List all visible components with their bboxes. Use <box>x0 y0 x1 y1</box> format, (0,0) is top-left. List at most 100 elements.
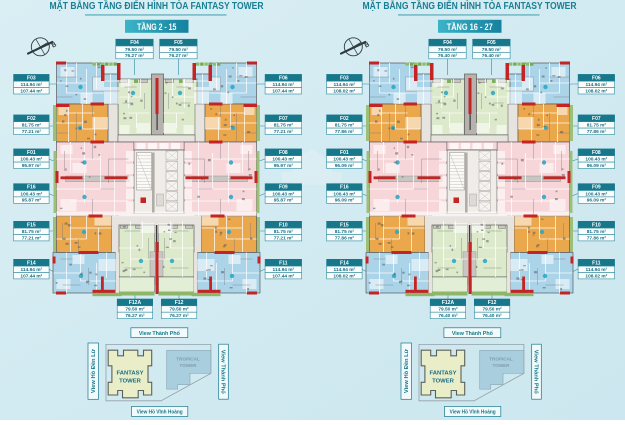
svg-text:81.75 m²: 81.75 m² <box>274 229 294 235</box>
svg-text:107.44 m²: 107.44 m² <box>20 88 42 94</box>
svg-text:F06: F06 <box>279 75 288 81</box>
svg-text:F11: F11 <box>592 260 601 266</box>
svg-text:View Hồ Vĩnh Hoàng: View Hồ Vĩnh Hoàng <box>450 410 496 416</box>
svg-text:95.87 m²: 95.87 m² <box>274 198 294 204</box>
svg-text:F01: F01 <box>27 150 36 156</box>
svg-text:F12A: F12A <box>442 300 455 306</box>
svg-text:77.21 m²: 77.21 m² <box>22 235 42 241</box>
svg-text:F03: F03 <box>27 75 36 81</box>
svg-text:View Hồ Đền Lừ: View Hồ Đền Lừ <box>91 349 97 393</box>
svg-text:107.44 m²: 107.44 m² <box>272 88 294 94</box>
svg-text:81.75 m²: 81.75 m² <box>587 229 607 235</box>
svg-text:F05: F05 <box>487 40 496 46</box>
svg-text:B: B <box>364 41 372 49</box>
svg-text:76.27 m²: 76.27 m² <box>169 53 189 59</box>
svg-text:96.09 m²: 96.09 m² <box>587 198 607 204</box>
svg-text:79.50 m²: 79.50 m² <box>482 307 502 313</box>
svg-text:108.02 m²: 108.02 m² <box>333 88 355 94</box>
svg-text:114.94 m²: 114.94 m² <box>21 82 43 88</box>
svg-text:79.50 m²: 79.50 m² <box>169 47 189 53</box>
svg-text:F08: F08 <box>592 150 601 156</box>
svg-text:114.94 m²: 114.94 m² <box>273 82 295 88</box>
svg-text:F09: F09 <box>279 185 288 191</box>
svg-text:77.21 m²: 77.21 m² <box>274 129 294 135</box>
svg-text:100.43 m²: 100.43 m² <box>585 157 607 163</box>
svg-text:View Thành Phố: View Thành Phố <box>139 330 180 337</box>
svg-text:76.27 m²: 76.27 m² <box>125 313 145 319</box>
svg-text:79.50 m²: 79.50 m² <box>125 307 145 313</box>
svg-text:F07: F07 <box>592 116 601 122</box>
svg-text:108.02 m²: 108.02 m² <box>585 88 607 94</box>
svg-text:F01: F01 <box>340 150 349 156</box>
svg-text:79.50 m²: 79.50 m² <box>125 47 145 53</box>
svg-text:F04: F04 <box>443 40 452 46</box>
svg-text:76.27 m²: 76.27 m² <box>169 313 189 319</box>
svg-text:79.50 m²: 79.50 m² <box>438 307 458 313</box>
svg-text:F05: F05 <box>174 40 183 46</box>
svg-text:77.86 m²: 77.86 m² <box>335 235 355 241</box>
svg-text:TROPICAL: TROPICAL <box>489 357 513 362</box>
svg-text:114.94 m²: 114.94 m² <box>334 267 356 273</box>
svg-text:81.75 m²: 81.75 m² <box>22 229 42 235</box>
svg-text:TẦNG 16 - 27: TẦNG 16 - 27 <box>447 22 493 32</box>
svg-text:F06: F06 <box>592 75 601 81</box>
svg-text:View Thành Phố: View Thành Phố <box>533 350 540 395</box>
svg-text:79.50 m²: 79.50 m² <box>482 47 502 53</box>
svg-text:F09: F09 <box>592 185 601 191</box>
svg-text:77.86 m²: 77.86 m² <box>335 129 355 135</box>
svg-text:108.02 m²: 108.02 m² <box>333 273 355 279</box>
svg-text:F08: F08 <box>279 150 288 156</box>
svg-text:77.21 m²: 77.21 m² <box>22 129 42 135</box>
svg-text:100.43 m²: 100.43 m² <box>272 157 294 163</box>
svg-text:F03: F03 <box>340 75 349 81</box>
svg-text:77.86 m²: 77.86 m² <box>587 235 607 241</box>
svg-text:F12: F12 <box>488 300 497 306</box>
svg-text:MẶT BẰNG TẦNG ĐIỂN HÌNH TÒA FA: MẶT BẰNG TẦNG ĐIỂN HÌNH TÒA FANTASY TOWE… <box>363 0 577 12</box>
svg-text:81.75 m²: 81.75 m² <box>587 123 607 129</box>
svg-text:F07: F07 <box>279 116 288 122</box>
svg-text:81.75 m²: 81.75 m² <box>22 123 42 129</box>
svg-text:TOWER: TOWER <box>432 379 455 385</box>
svg-text:FANTASY: FANTASY <box>116 371 143 377</box>
svg-text:114.94 m²: 114.94 m² <box>273 267 295 273</box>
svg-text:B: B <box>51 41 59 49</box>
svg-text:MẶT BẰNG TẦNG ĐIỂN HÌNH TÒA FA: MẶT BẰNG TẦNG ĐIỂN HÌNH TÒA FANTASY TOWE… <box>50 0 264 12</box>
svg-text:114.94 m²: 114.94 m² <box>21 267 43 273</box>
svg-text:100.43 m²: 100.43 m² <box>20 191 42 197</box>
svg-text:77.86 m²: 77.86 m² <box>587 129 607 135</box>
svg-text:95.97 m²: 95.97 m² <box>22 163 42 169</box>
svg-text:81.75 m²: 81.75 m² <box>335 123 355 129</box>
svg-text:TROPICAL: TROPICAL <box>176 357 200 362</box>
svg-text:TẦNG 2 - 15: TẦNG 2 - 15 <box>137 22 177 32</box>
svg-text:F12: F12 <box>175 300 184 306</box>
svg-text:F02: F02 <box>340 116 349 122</box>
svg-text:77.21 m²: 77.21 m² <box>274 235 294 241</box>
svg-text:79.50 m²: 79.50 m² <box>438 47 458 53</box>
svg-text:View Hồ Đền Lừ: View Hồ Đền Lừ <box>404 349 410 393</box>
svg-text:F10: F10 <box>279 222 288 228</box>
svg-text:107.44 m²: 107.44 m² <box>272 273 294 279</box>
svg-text:TOWER: TOWER <box>179 363 197 368</box>
svg-text:107.44 m²: 107.44 m² <box>20 273 42 279</box>
svg-text:F15: F15 <box>27 222 36 228</box>
svg-text:100.43 m²: 100.43 m² <box>272 191 294 197</box>
svg-text:View Hồ Vĩnh Hoàng: View Hồ Vĩnh Hoàng <box>137 410 183 416</box>
svg-text:TOWER: TOWER <box>119 379 142 385</box>
svg-text:F14: F14 <box>340 260 349 266</box>
svg-text:114.94 m²: 114.94 m² <box>586 82 608 88</box>
svg-text:F04: F04 <box>130 40 139 46</box>
svg-text:95.97 m²: 95.97 m² <box>274 163 294 169</box>
svg-text:114.94 m²: 114.94 m² <box>334 82 356 88</box>
svg-text:114.94 m²: 114.94 m² <box>586 267 608 273</box>
svg-text:F12A: F12A <box>129 300 142 306</box>
svg-text:100.43 m²: 100.43 m² <box>333 191 355 197</box>
svg-text:F16: F16 <box>27 185 36 191</box>
svg-text:100.43 m²: 100.43 m² <box>20 157 42 163</box>
svg-text:95.87 m²: 95.87 m² <box>22 198 42 204</box>
svg-text:96.09 m²: 96.09 m² <box>335 198 355 204</box>
svg-text:F02: F02 <box>27 116 36 122</box>
svg-text:F15: F15 <box>340 222 349 228</box>
svg-text:76.40 m²: 76.40 m² <box>438 313 458 319</box>
svg-text:100.43 m²: 100.43 m² <box>333 157 355 163</box>
svg-text:F14: F14 <box>27 260 36 266</box>
